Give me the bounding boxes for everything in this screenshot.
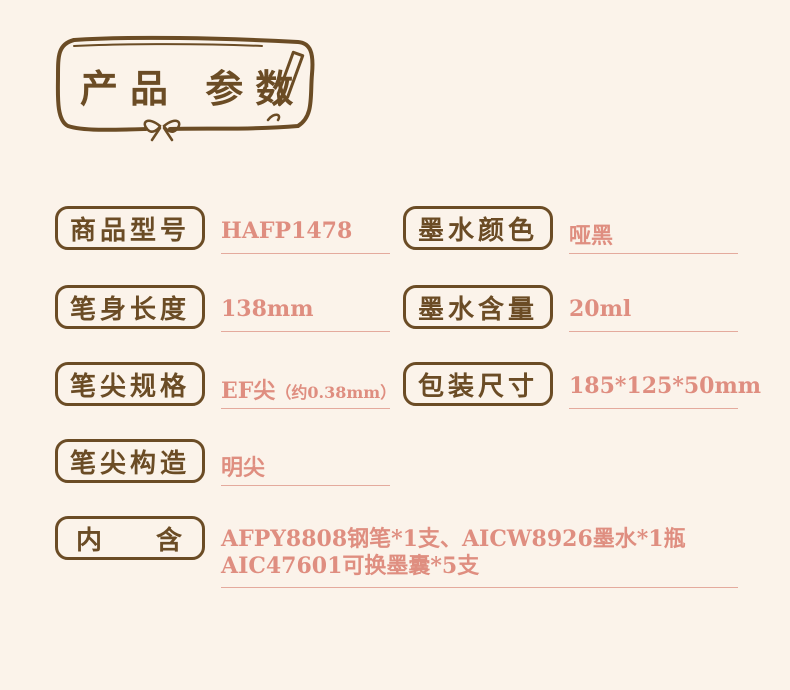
label-model: 商品型号	[55, 206, 205, 250]
value-contents: AFPY8808钢笔*1支、AICW8926墨水*1瓶 AIC47601可换墨囊…	[221, 526, 686, 580]
underline	[569, 331, 738, 332]
underline	[221, 331, 390, 332]
underline	[569, 408, 738, 409]
value-body-length: 138mm	[221, 296, 314, 322]
underline	[221, 253, 390, 254]
value-contents-line2: AIC47601可换墨囊*5支	[221, 553, 480, 579]
label-nib-structure: 笔尖构造	[55, 439, 205, 483]
value-nib-size-main: EF尖	[221, 378, 276, 404]
value-nib-size: EF尖（约0.38mm）	[221, 373, 396, 405]
label-ink-capacity: 墨水含量	[403, 285, 553, 329]
underline	[221, 587, 738, 588]
bow-icon	[143, 119, 181, 142]
underline	[221, 408, 390, 409]
value-nib-structure: 明尖	[221, 455, 266, 481]
label-contents: 内 含	[55, 516, 205, 560]
underline	[569, 253, 738, 254]
value-ink-capacity: 20ml	[569, 296, 632, 322]
label-body-length: 笔身长度	[55, 285, 205, 329]
title-frame	[55, 35, 315, 142]
section-title-badge: 产品 参数	[52, 34, 322, 146]
page-title: 产品 参数	[80, 67, 306, 111]
label-ink-color: 墨水颜色	[403, 206, 553, 250]
pencil-icon	[276, 50, 305, 107]
label-package-size: 包装尺寸	[403, 362, 553, 406]
value-contents-line1: AFPY8808钢笔*1支、AICW8926墨水*1瓶	[221, 526, 686, 552]
value-nib-size-note: （约0.38mm）	[275, 383, 397, 402]
underline	[221, 485, 390, 486]
value-model: HAFP1478	[221, 218, 353, 244]
value-package-size: 185*125*50mm	[569, 373, 762, 399]
value-ink-color: 哑黑	[569, 223, 614, 249]
label-contents-left: 内	[76, 525, 107, 556]
label-contents-right: 含	[155, 525, 186, 556]
label-nib-size: 笔尖规格	[55, 362, 205, 406]
